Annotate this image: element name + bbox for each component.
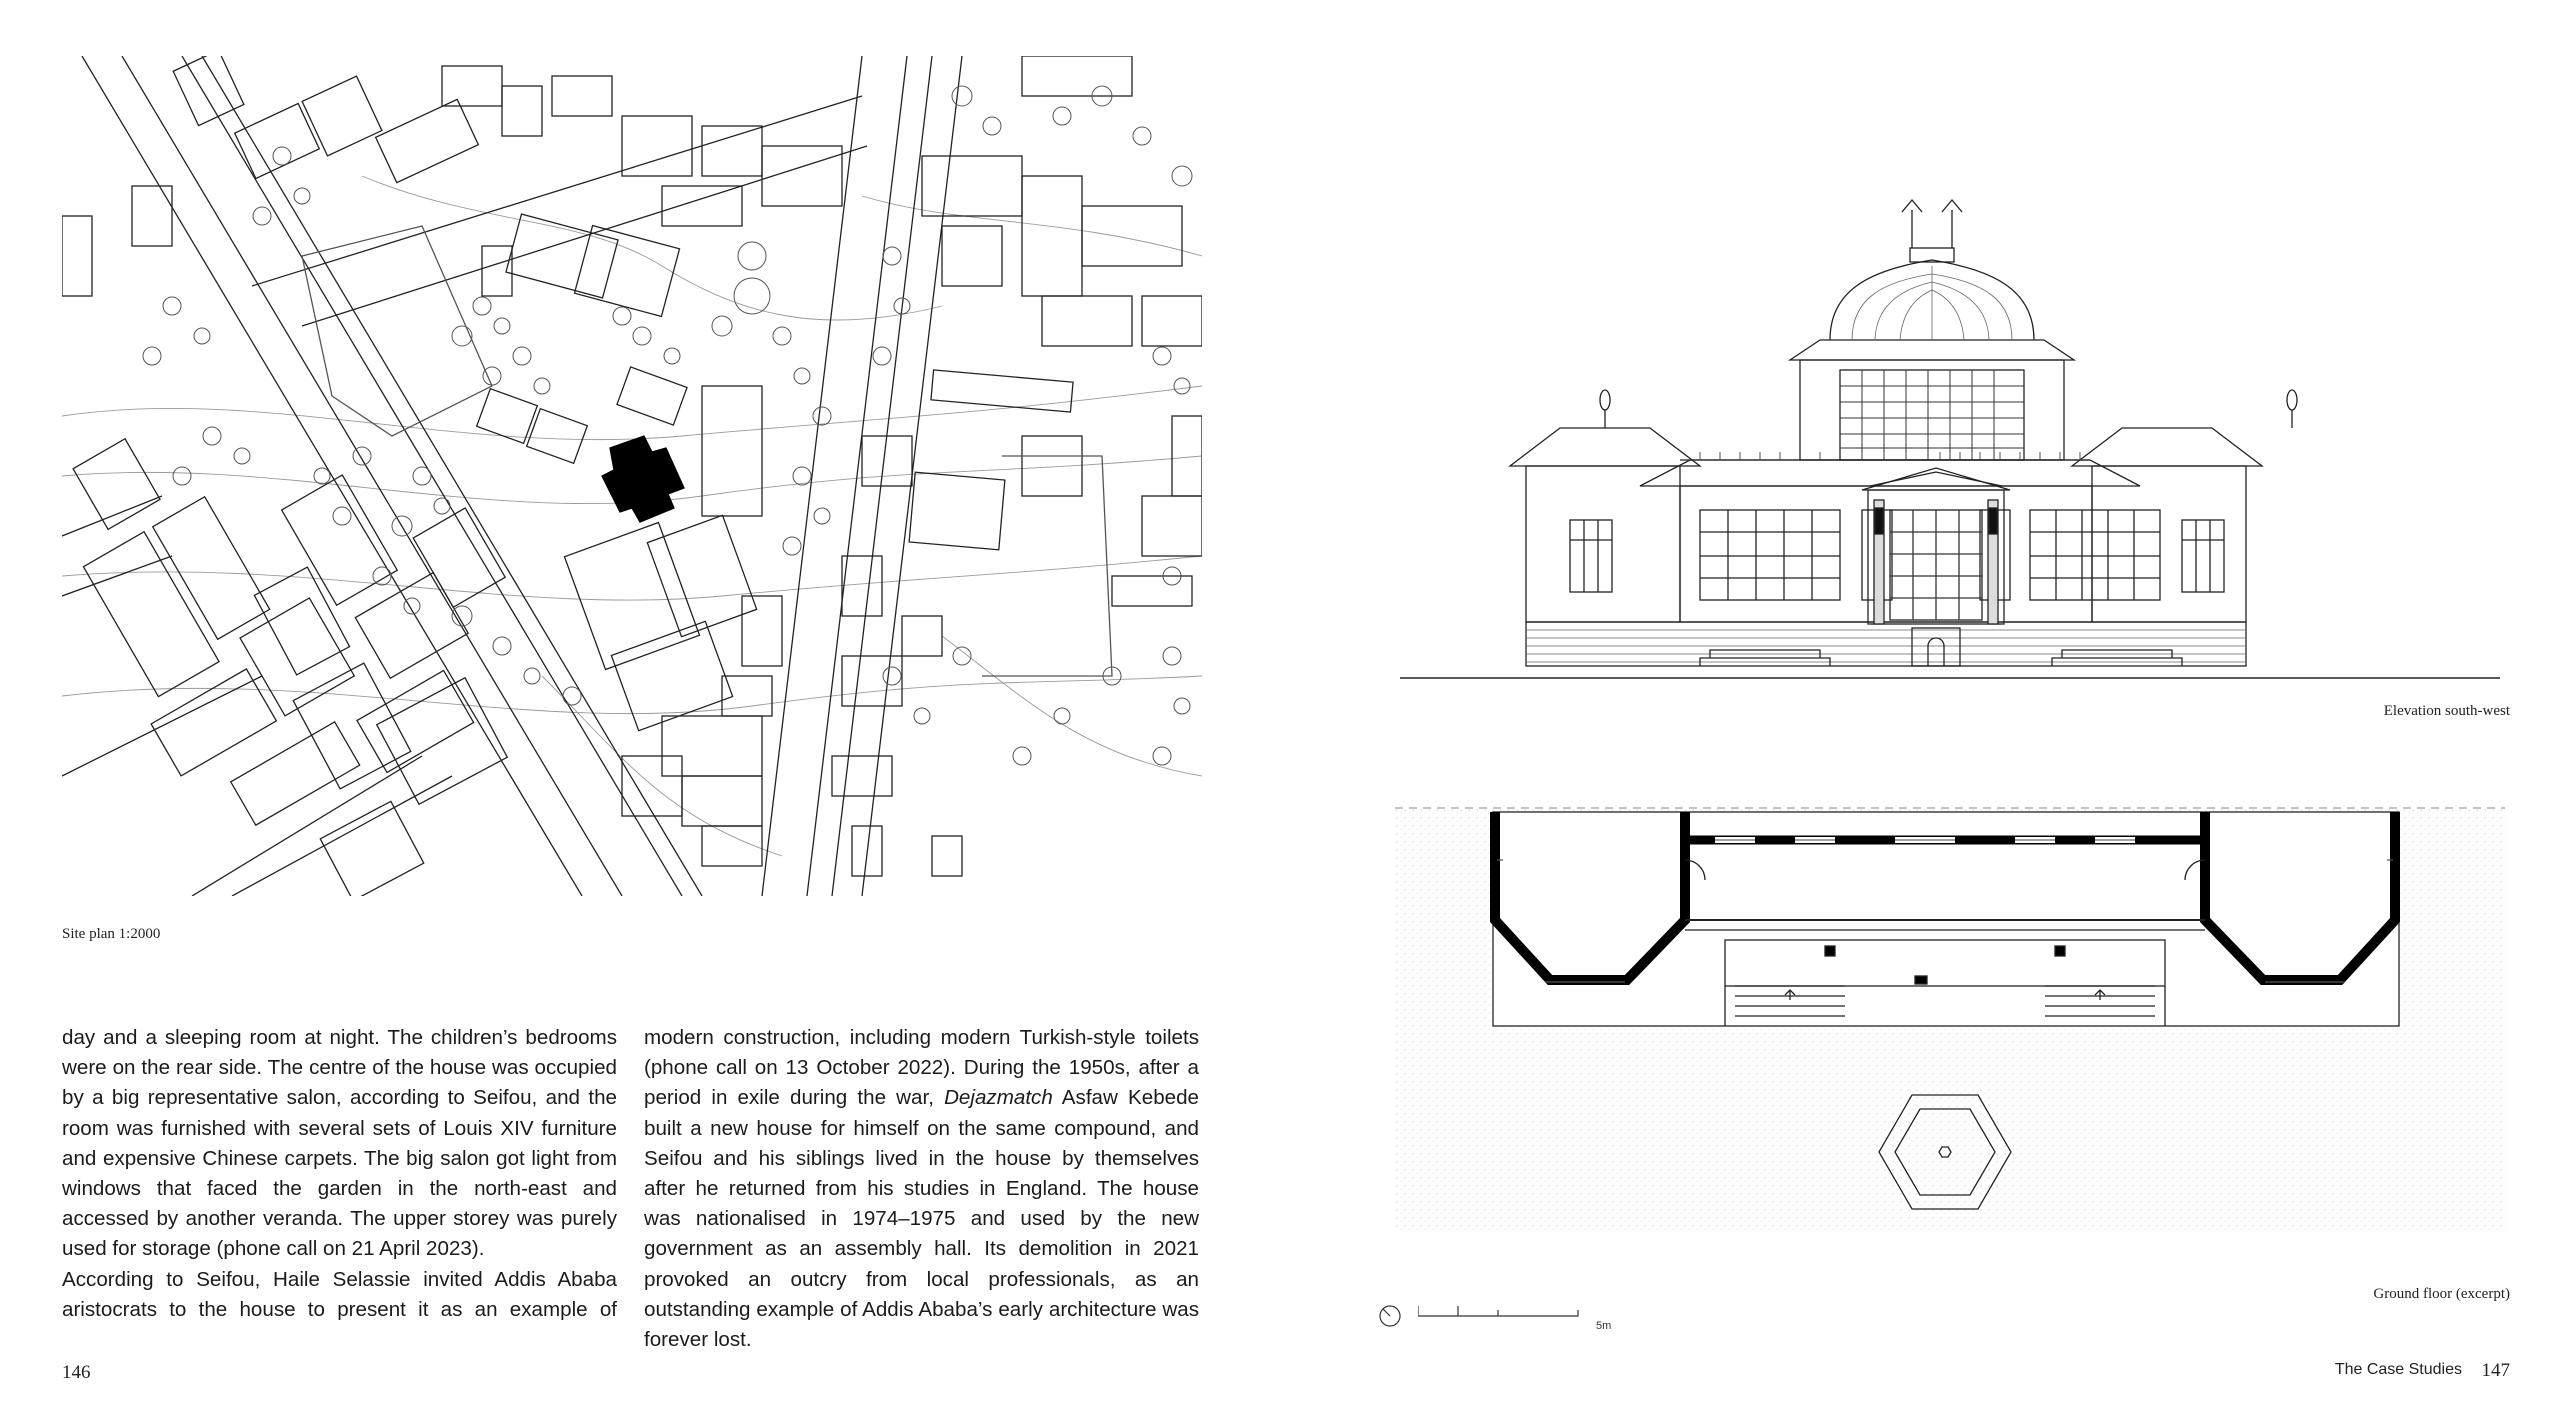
ground-floor-caption: Ground floor (excerpt) xyxy=(2373,1286,2510,1302)
site-plan-figure xyxy=(62,56,1202,896)
elevation-figure xyxy=(1400,190,2510,690)
site-plan-drawing xyxy=(62,56,1202,896)
running-head: The Case Studies xyxy=(2334,1361,2462,1378)
ground-floor-figure xyxy=(1395,800,2505,1240)
page-number-left: 146 xyxy=(62,1362,91,1383)
text-column-1: day and a sleeping room at night. The ch… xyxy=(62,1023,617,1325)
elevation-caption: Elevation south-west xyxy=(2383,703,2510,719)
paragraph: According to Seifou, Haile Selassie invi… xyxy=(62,1267,617,1321)
north-arrow-icon xyxy=(1378,1304,1402,1328)
ground-floor-drawing xyxy=(1395,807,2505,1233)
site-plan-caption: Site plan 1:2000 xyxy=(62,926,161,942)
italic-term: Dejazmatch xyxy=(944,1086,1053,1110)
elevation-drawing xyxy=(1400,198,2500,679)
scale-label: 5m xyxy=(1596,1320,1612,1332)
text-column-2: modern construction, including modern Tu… xyxy=(644,1023,1199,1355)
paragraph: modern construction, including modern Tu… xyxy=(644,1026,1200,1352)
page-number-right: 147 xyxy=(2481,1360,2511,1381)
scale-bar xyxy=(1418,1304,1628,1324)
paragraph: day and a sleeping room at night. The ch… xyxy=(62,1026,617,1261)
